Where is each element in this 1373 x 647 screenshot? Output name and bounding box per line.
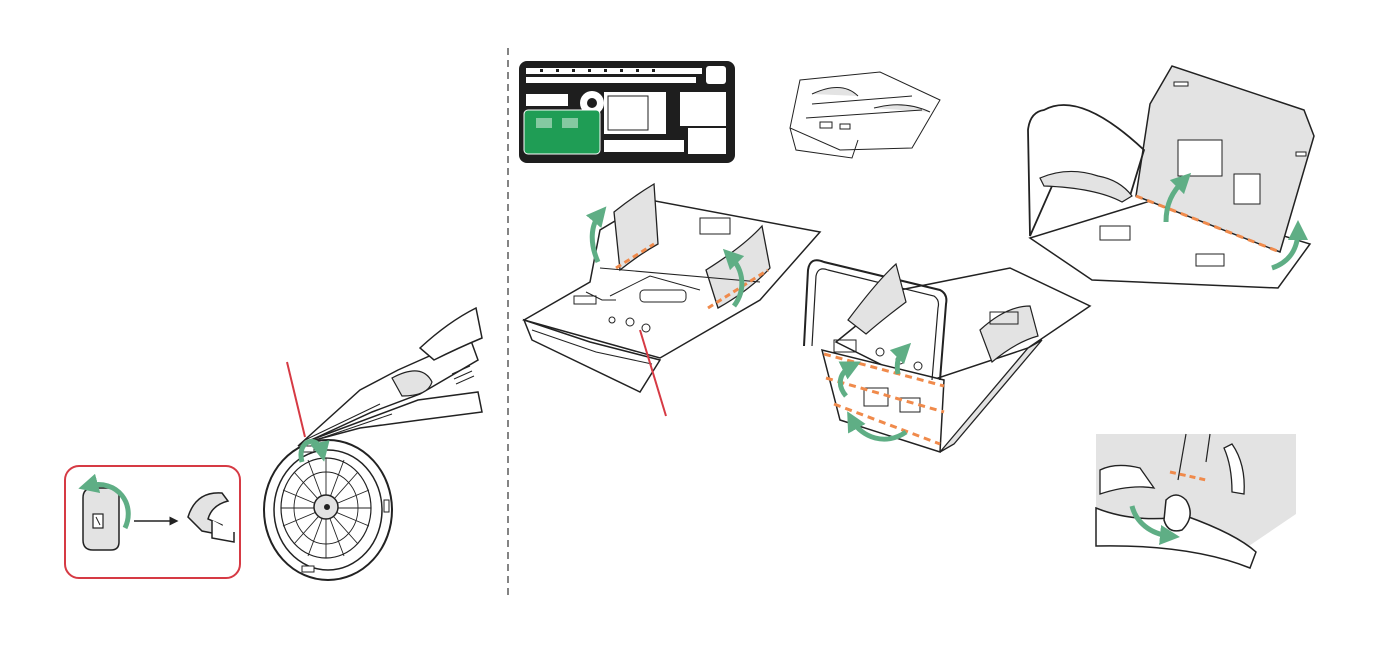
fold-side-panels-step <box>524 184 820 392</box>
fold-rear-panels-step <box>1028 66 1314 288</box>
etched-sheet-overview <box>519 61 735 163</box>
tab-before-after-box <box>65 466 240 578</box>
detail-tab-fold-step <box>1096 434 1296 570</box>
pliers-tool <box>298 308 482 446</box>
fold-frame-and-front-step <box>804 260 1090 452</box>
tab-flat-part <box>83 488 119 550</box>
body-assembly-preview <box>790 72 940 158</box>
callout-line <box>287 362 305 437</box>
wheel-part <box>264 440 392 580</box>
